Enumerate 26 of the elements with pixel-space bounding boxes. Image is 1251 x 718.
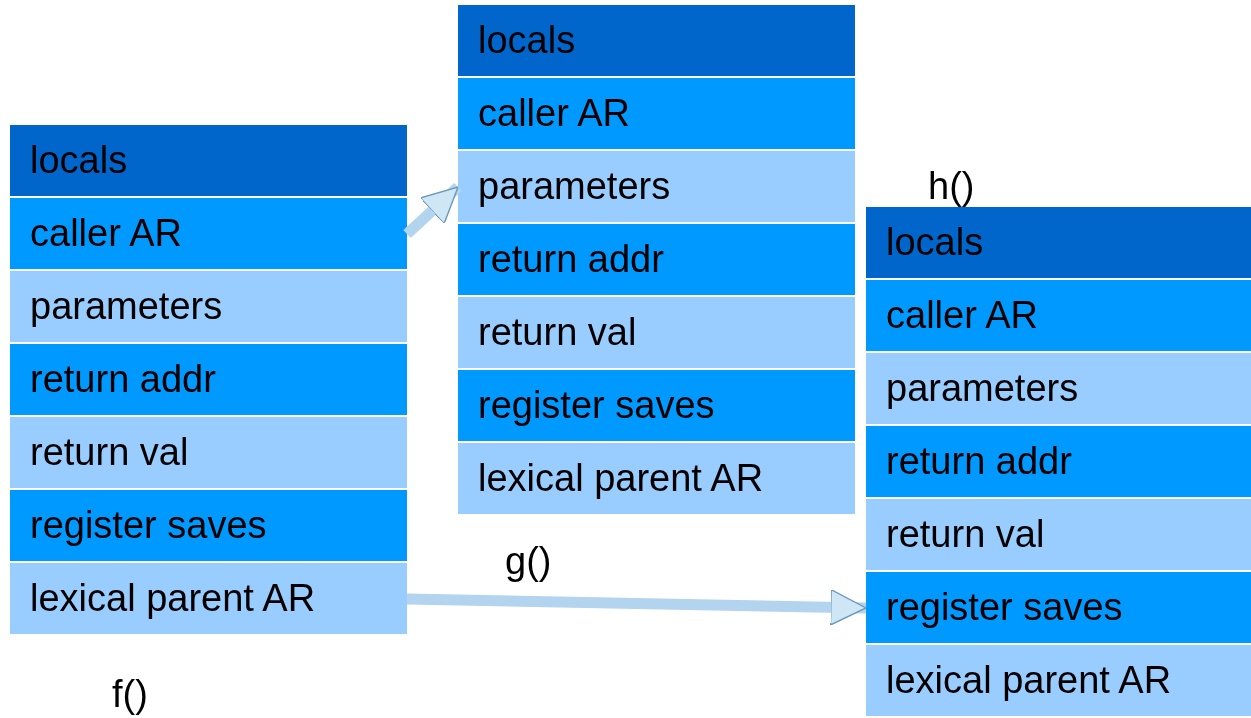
record-field: return addr: [866, 426, 1251, 498]
record-field: lexical parent AR: [866, 645, 1251, 717]
record-field: parameters: [866, 353, 1251, 425]
record-field: caller AR: [458, 78, 855, 150]
record-field: parameters: [458, 151, 855, 223]
frame-label: g(): [505, 540, 552, 583]
record-field: return addr: [10, 344, 407, 416]
record-field: register saves: [10, 490, 407, 562]
frame-label: h(): [928, 165, 975, 208]
record-field: lexical parent AR: [458, 443, 855, 515]
record-field: locals: [10, 125, 407, 197]
record-field: locals: [866, 207, 1251, 279]
record-field: locals: [458, 5, 855, 77]
record-field: register saves: [458, 370, 855, 442]
record-field: parameters: [10, 271, 407, 343]
record-field: lexical parent AR: [10, 563, 407, 635]
record-field: return val: [10, 417, 407, 489]
arrow: [403, 182, 462, 239]
record-field: caller AR: [866, 280, 1251, 352]
arrow: [406, 589, 867, 626]
record-field: register saves: [866, 572, 1251, 644]
frame-label: f(): [112, 673, 148, 716]
record-field: caller AR: [10, 198, 407, 270]
record-field: return val: [458, 297, 855, 369]
record-field: return val: [866, 499, 1251, 571]
record-field: return addr: [458, 224, 855, 296]
